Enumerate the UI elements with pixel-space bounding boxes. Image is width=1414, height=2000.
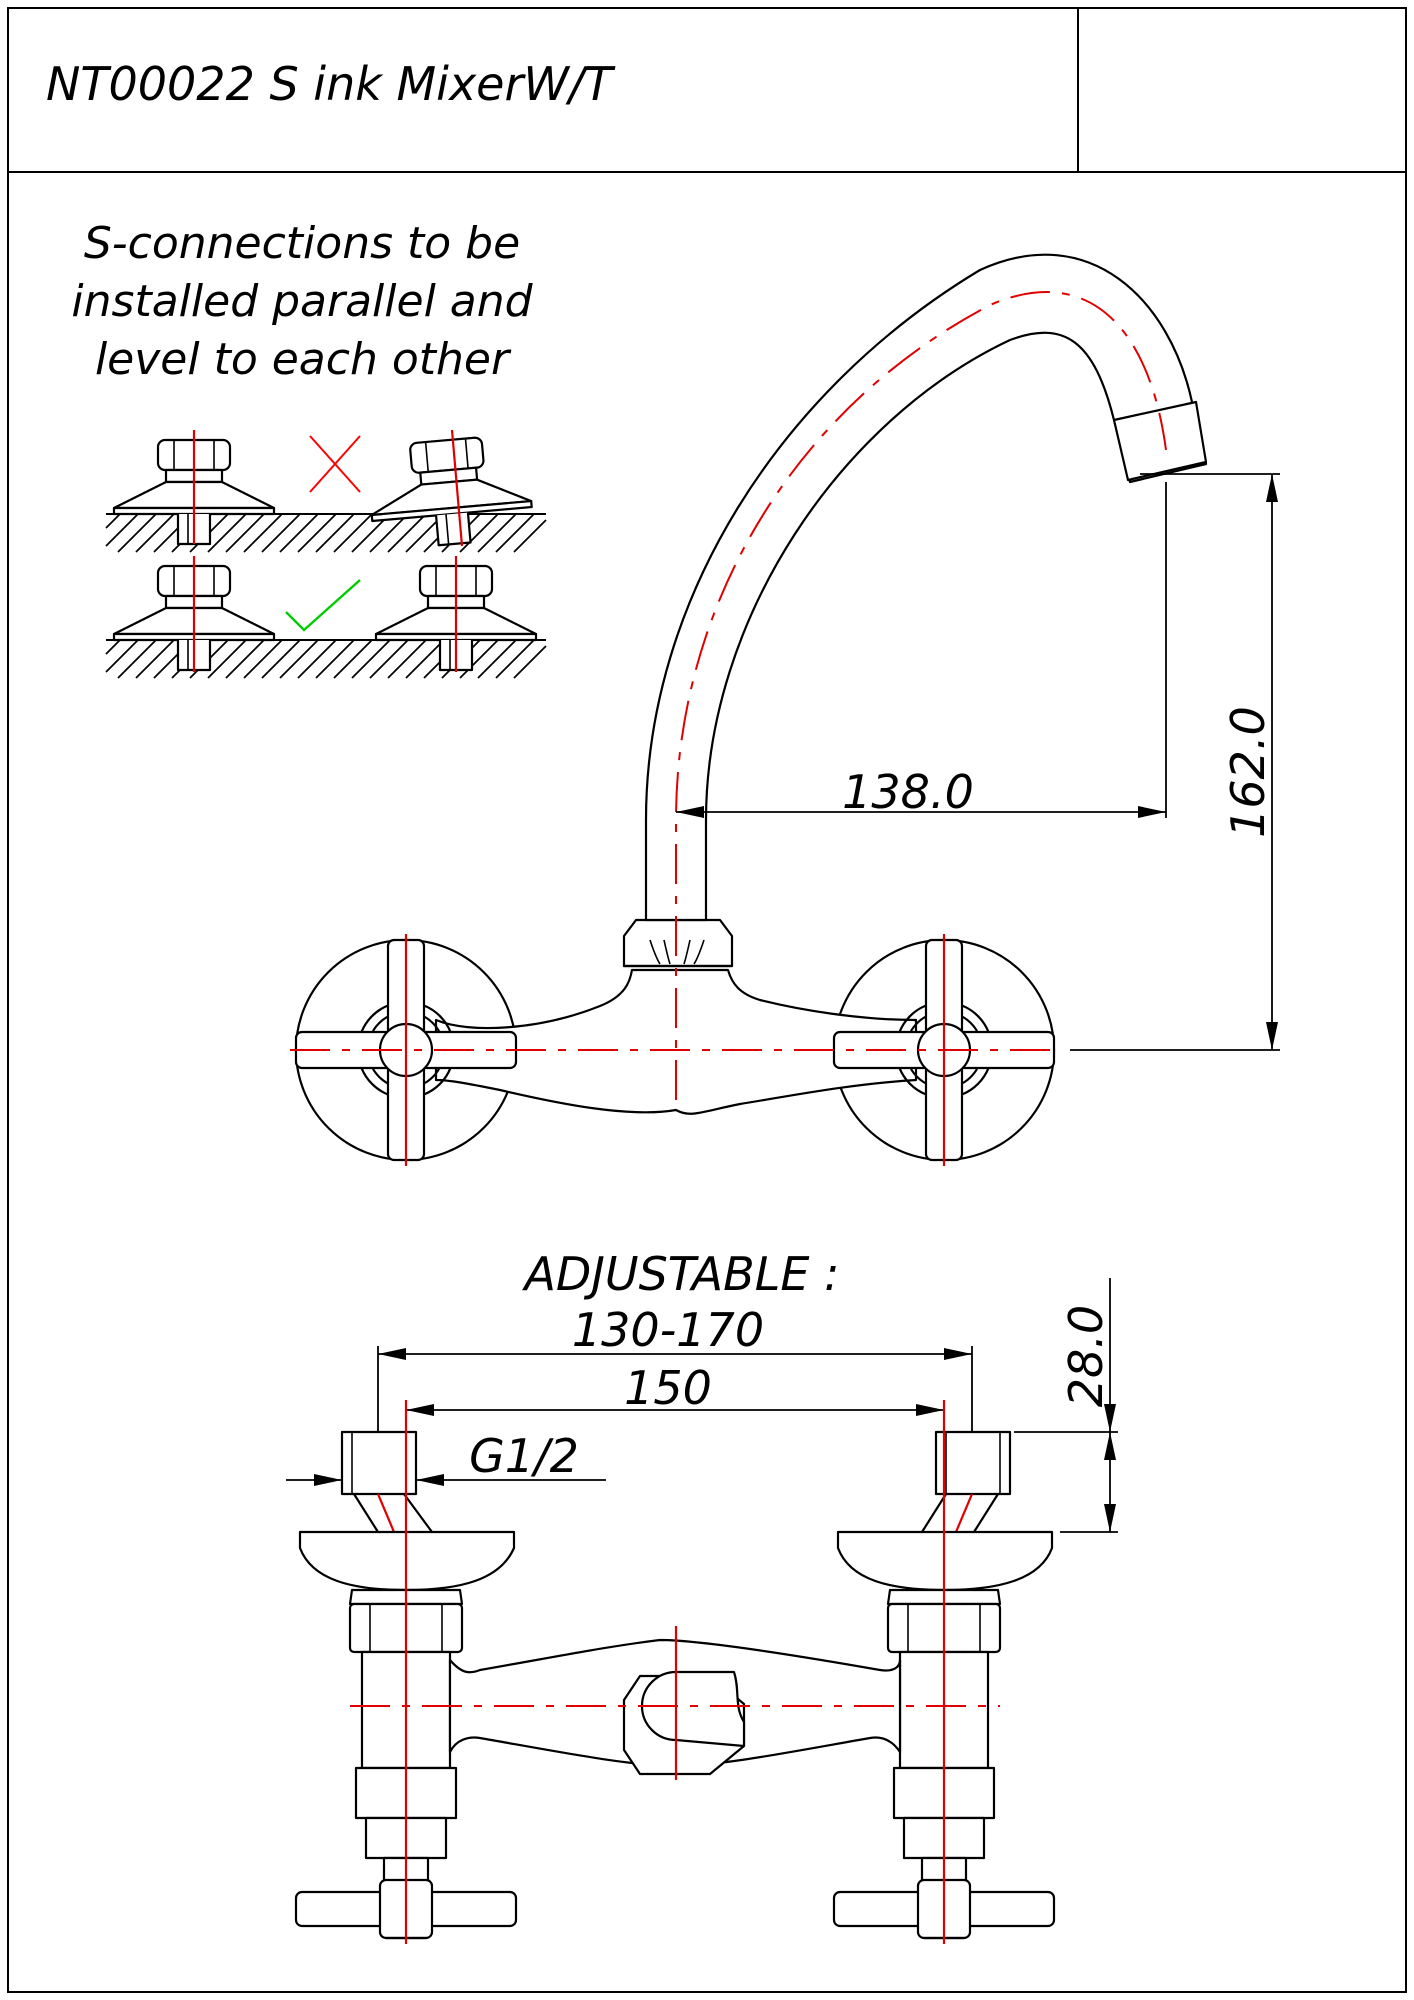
note-line-2: installed parallel and <box>71 276 533 327</box>
centers-value: 150 <box>624 1361 712 1415</box>
left-s-connector <box>340 1430 434 1534</box>
dimension-thread: G1/2 <box>286 1429 606 1486</box>
connector-height-value: 28.0 <box>1059 1305 1113 1407</box>
correct-installation-example <box>105 556 547 679</box>
adjustable-range: 130-170 <box>572 1303 764 1357</box>
spout-reach-value: 138.0 <box>842 765 974 819</box>
right-s-connector <box>920 1430 1012 1534</box>
note-line-3: level to each other <box>95 334 512 385</box>
aerator <box>1112 400 1208 482</box>
thread-value: G1/2 <box>469 1429 579 1483</box>
cross-icon <box>309 435 361 493</box>
connector-tilted <box>364 432 536 552</box>
dimension-spout-reach: 138.0 <box>676 482 1167 819</box>
cross-stroke-2 <box>309 435 361 493</box>
dimension-connector-height: 28.0 <box>1014 1278 1118 1533</box>
drawing-title: NT00022 S ink MixerW/T <box>46 57 616 111</box>
spout-nut <box>622 918 734 968</box>
note-line-1: S-connections to be <box>84 218 520 269</box>
mixer-front-view: 138.0 162.0 <box>290 253 1280 1166</box>
installation-note: S-connections to be installed parallel a… <box>71 218 533 385</box>
adjustable-label: ADJUSTABLE : <box>521 1247 839 1301</box>
mixer-top-view: ADJUSTABLE : 130-170 150 G1/2 2 <box>286 1247 1118 1944</box>
drawing-frame <box>7 7 1407 1993</box>
check-icon <box>285 579 361 632</box>
wrong-installation-example <box>105 429 547 553</box>
spout-height-value: 162.0 <box>1221 706 1275 838</box>
dimension-spout-height: 162.0 <box>1070 473 1280 1051</box>
swivel-spout <box>644 253 1208 922</box>
